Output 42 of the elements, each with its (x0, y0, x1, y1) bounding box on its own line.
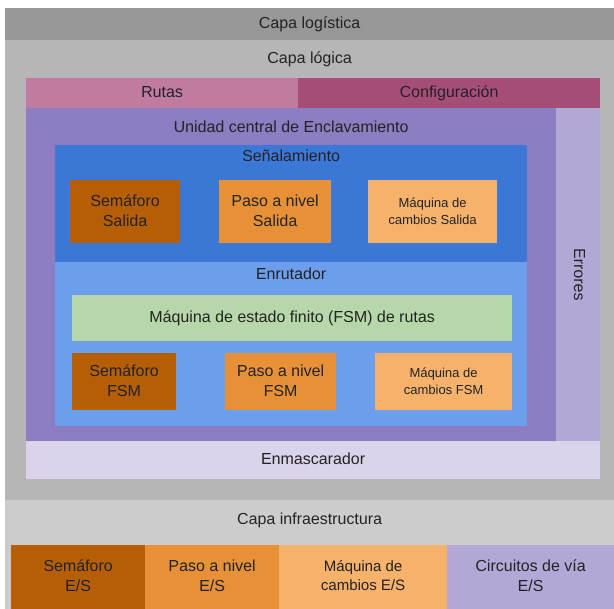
component-box (72, 353, 176, 410)
unit-panel (26, 108, 556, 441)
component-box (225, 353, 336, 410)
node-label: Paso a nivel Salida (230, 192, 320, 232)
node-label: Señalamiento (241, 147, 341, 167)
component-box (11, 545, 145, 609)
module-box (26, 78, 298, 108)
node-label: Rutas (140, 83, 184, 103)
component-box (279, 545, 447, 609)
component-box (219, 180, 331, 243)
component-box (145, 545, 279, 609)
node-label: Semáforo E/S (42, 557, 114, 597)
node-label: Enrutador (254, 265, 328, 285)
node-label: Máquina de estado finito (FSM) de rutas (148, 308, 436, 328)
node-label: Paso a nivel FSM (236, 362, 326, 402)
module-panel (55, 262, 527, 426)
node-label: Paso a nivel E/S (167, 557, 257, 597)
layer-band (5, 8, 614, 40)
module-bar (556, 108, 600, 441)
node-label: Capa logística (258, 14, 362, 34)
component-box (72, 295, 512, 341)
layer-panel (5, 40, 614, 500)
node-label: Capa infraestructura (236, 510, 383, 530)
node-label: Máquina de cambios E/S (320, 558, 406, 596)
module-box (298, 78, 600, 108)
node-label: Configuración (398, 83, 500, 103)
layer-panel (5, 500, 614, 609)
module-panel (55, 145, 527, 262)
component-box (70, 180, 180, 243)
node-label: Circuitos de vía E/S (474, 557, 587, 597)
node-label: Errores (569, 248, 588, 301)
node-label: Semáforo Salida (89, 192, 161, 232)
node-label: Unidad central de Enclavamiento (172, 118, 410, 138)
component-box (447, 545, 614, 609)
component-box (375, 353, 512, 410)
node-label: Semáforo FSM (88, 362, 160, 402)
module-box (26, 441, 600, 479)
node-label: Máquina de cambios Salida (387, 195, 478, 228)
node-label: Capa lógica (266, 49, 353, 69)
node-label: Enmascarador (260, 450, 366, 470)
component-box (368, 180, 497, 243)
node-label: Máquina de cambios FSM (402, 365, 484, 398)
